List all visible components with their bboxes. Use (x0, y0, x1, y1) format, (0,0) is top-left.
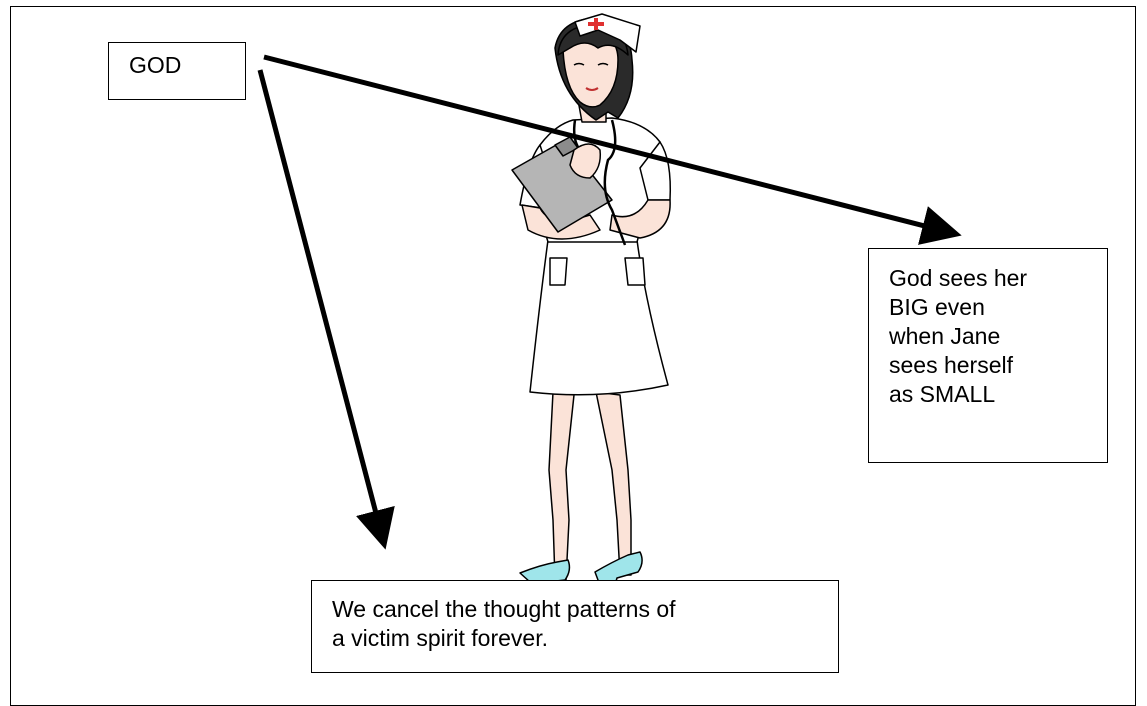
god-sees-line: God sees her (889, 264, 1095, 293)
right-leg (596, 392, 631, 575)
cancel-thought-patterns-box: We cancel the thought patterns of a vict… (311, 580, 839, 673)
god-sees-line: as SMALL (889, 380, 1095, 409)
skirt-pocket-left (550, 258, 567, 285)
god-box: GOD (108, 42, 246, 100)
god-sees-line: when Jane (889, 322, 1095, 351)
left-leg (549, 392, 574, 580)
skirt-pocket-right (625, 258, 645, 285)
god-to-bottom-box-arrow (260, 70, 383, 540)
god-sees-line: BIG even (889, 293, 1095, 322)
nurse-illustration (512, 14, 670, 590)
god-box-label: GOD (129, 51, 245, 80)
hand (570, 144, 600, 178)
god-sees-her-box: God sees her BIG even when Jane sees her… (868, 248, 1108, 463)
cancel-line: a victim spirit forever. (332, 624, 828, 653)
cancel-line: We cancel the thought patterns of (332, 595, 828, 624)
god-sees-line: sees herself (889, 351, 1095, 380)
